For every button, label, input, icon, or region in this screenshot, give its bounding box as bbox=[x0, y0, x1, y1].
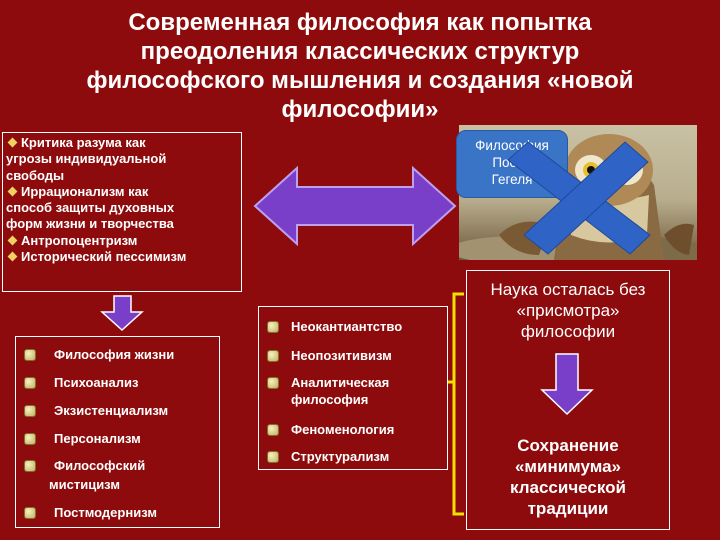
left-movements-list: Философия жизни Психоанализ Экзистенциал… bbox=[15, 336, 220, 528]
science-text: Наука осталась без «присмотра» философии bbox=[467, 279, 669, 342]
square-bullet-icon bbox=[24, 507, 36, 519]
critique-text: Исторический пессимизм bbox=[21, 249, 187, 265]
critique-box: Критика разума как угрозы индивидуальной… bbox=[2, 132, 242, 292]
square-bullet-icon bbox=[267, 451, 279, 463]
minimum-line: Сохранение bbox=[517, 436, 619, 455]
list-item-text: Феноменология bbox=[291, 422, 395, 437]
list-item-text: Постмодернизм bbox=[54, 505, 157, 520]
square-bullet-icon bbox=[24, 433, 36, 445]
critique-text: форм жизни и творчества bbox=[6, 216, 174, 232]
bracket-icon bbox=[452, 292, 464, 516]
science-line: Наука осталась без bbox=[490, 280, 646, 299]
square-bullet-icon bbox=[24, 405, 36, 417]
minimum-line: традиции bbox=[527, 499, 609, 518]
critique-item: угрозы индивидуальной bbox=[6, 151, 238, 167]
list-item-text: философия bbox=[291, 392, 369, 407]
critique-text: свободы bbox=[6, 167, 65, 183]
cross-icon bbox=[507, 141, 651, 255]
critique-text: способ защиты духовных bbox=[6, 200, 175, 216]
science-line: «присмотра» bbox=[516, 301, 620, 320]
critique-item: Критика разума как bbox=[6, 135, 238, 151]
title-line: Современная философия как попытка bbox=[128, 9, 592, 36]
list-item-text: Философский bbox=[54, 458, 146, 473]
critique-text: Иррационализм как bbox=[21, 183, 149, 199]
list-item-text: Философия жизни bbox=[54, 347, 175, 362]
critique-text: Критика разума как bbox=[21, 135, 146, 150]
critique-item: Антропоцентризм bbox=[6, 233, 238, 249]
double-arrow-icon bbox=[253, 165, 457, 247]
square-bullet-icon bbox=[267, 321, 279, 333]
minimum-line: «минимума» bbox=[514, 457, 622, 476]
title-line: философии» bbox=[281, 96, 439, 123]
list-item-text: Персонализм bbox=[54, 431, 141, 446]
list-item-text: Аналитическая bbox=[291, 375, 390, 390]
square-bullet-icon bbox=[267, 350, 279, 362]
list-item-text: мистицизм bbox=[49, 477, 120, 492]
title-line: философского мышления и создания «новой bbox=[86, 67, 634, 94]
square-bullet-icon bbox=[267, 424, 279, 436]
list-item-text: Психоанализ bbox=[54, 375, 139, 390]
slide-title: Современная философия как попытка преодо… bbox=[40, 8, 680, 124]
middle-movements-list: Неокантиантство Неопозитивизм Аналитичес… bbox=[258, 306, 448, 470]
critique-text: угрозы индивидуальной bbox=[6, 151, 167, 167]
critique-item: Исторический пессимизм bbox=[6, 249, 238, 265]
square-bullet-icon bbox=[267, 377, 279, 389]
down-arrow-icon bbox=[540, 353, 594, 416]
critique-item: Иррационализм как bbox=[6, 184, 238, 200]
down-arrow-icon bbox=[100, 295, 144, 332]
critique-item: свободы bbox=[6, 168, 238, 184]
minimum-text: Сохранение «минимума» классической тради… bbox=[467, 435, 669, 519]
square-bullet-icon bbox=[24, 349, 36, 361]
title-line: преодоления классических структур bbox=[140, 38, 580, 65]
list-item-text: Структурализм bbox=[291, 449, 390, 464]
square-bullet-icon bbox=[24, 460, 36, 472]
list-item-text: Экзистенциализм bbox=[54, 403, 169, 418]
science-line: философии bbox=[520, 322, 616, 341]
critique-item: способ защиты духовных bbox=[6, 200, 238, 216]
science-box: Наука осталась без «присмотра» философии… bbox=[466, 270, 670, 530]
square-bullet-icon bbox=[24, 377, 36, 389]
critique-item: форм жизни и творчества bbox=[6, 216, 238, 232]
list-item-text: Неокантиантство bbox=[291, 319, 403, 334]
hegel-line: Гегеля bbox=[491, 172, 533, 187]
list-item-text: Неопозитивизм bbox=[291, 348, 392, 363]
minimum-line: классической bbox=[509, 478, 626, 497]
critique-text: Антропоцентризм bbox=[21, 232, 138, 248]
